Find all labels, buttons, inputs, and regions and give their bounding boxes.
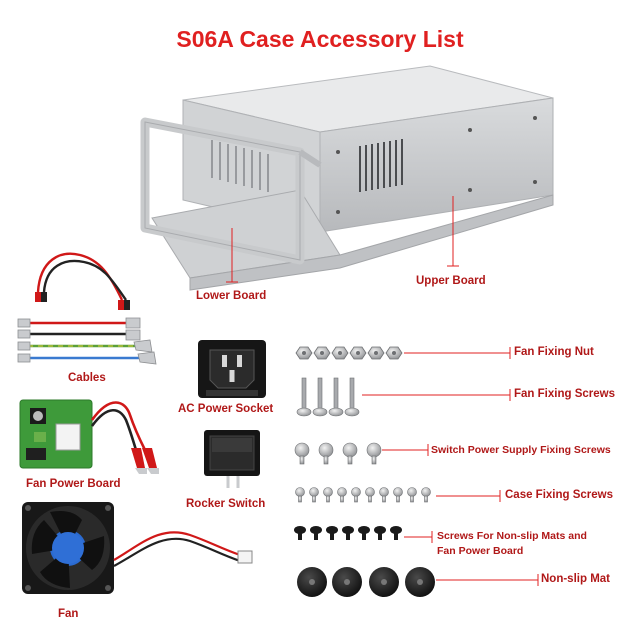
non-slip-screws-illustration: [294, 526, 402, 540]
lower-board-label: Lower Board: [196, 290, 267, 302]
fan-power-board-label: Fan Power Board: [26, 478, 121, 490]
switch-psu-screws-label: Switch Power Supply Fixing Screws: [431, 444, 611, 456]
fan-fixing-nut-illustration: [295, 346, 403, 360]
case-fixing-screws-illustration: [295, 487, 431, 503]
ac-power-socket-label: AC Power Socket: [178, 403, 274, 415]
fan-illustration: [22, 502, 253, 594]
cables-illustration: [17, 252, 157, 365]
switch-psu-screws-illustration: [294, 442, 382, 465]
fan-power-board-illustration: [19, 399, 159, 474]
rocker-switch-label: Rocker Switch: [186, 498, 266, 510]
upper-board-label: Upper Board: [416, 275, 486, 287]
hardware-leader-lines: [362, 347, 539, 586]
cables-label: Cables: [68, 372, 106, 384]
fan-fixing-screws-label: Fan Fixing Screws: [514, 388, 615, 400]
ac-power-socket-illustration: [198, 340, 266, 398]
non-slip-screws-label-line2: Fan Power Board: [437, 545, 524, 557]
page-title: S06A Case Accessory List: [176, 26, 464, 52]
non-slip-mat-illustration: [297, 567, 435, 597]
fan-fixing-screws-illustration: [296, 377, 360, 417]
non-slip-screws-label-line1: Screws For Non-slip Mats and: [437, 530, 587, 542]
fan-label: Fan: [58, 608, 79, 620]
case-fixing-screws-label: Case Fixing Screws: [505, 489, 614, 501]
case-leader-lines: [226, 196, 459, 283]
case-illustration: [140, 65, 554, 291]
fan-fixing-nut-label: Fan Fixing Nut: [514, 346, 594, 358]
rocker-switch-illustration: [204, 430, 260, 488]
non-slip-mat-label: Non-slip Mat: [541, 573, 610, 585]
